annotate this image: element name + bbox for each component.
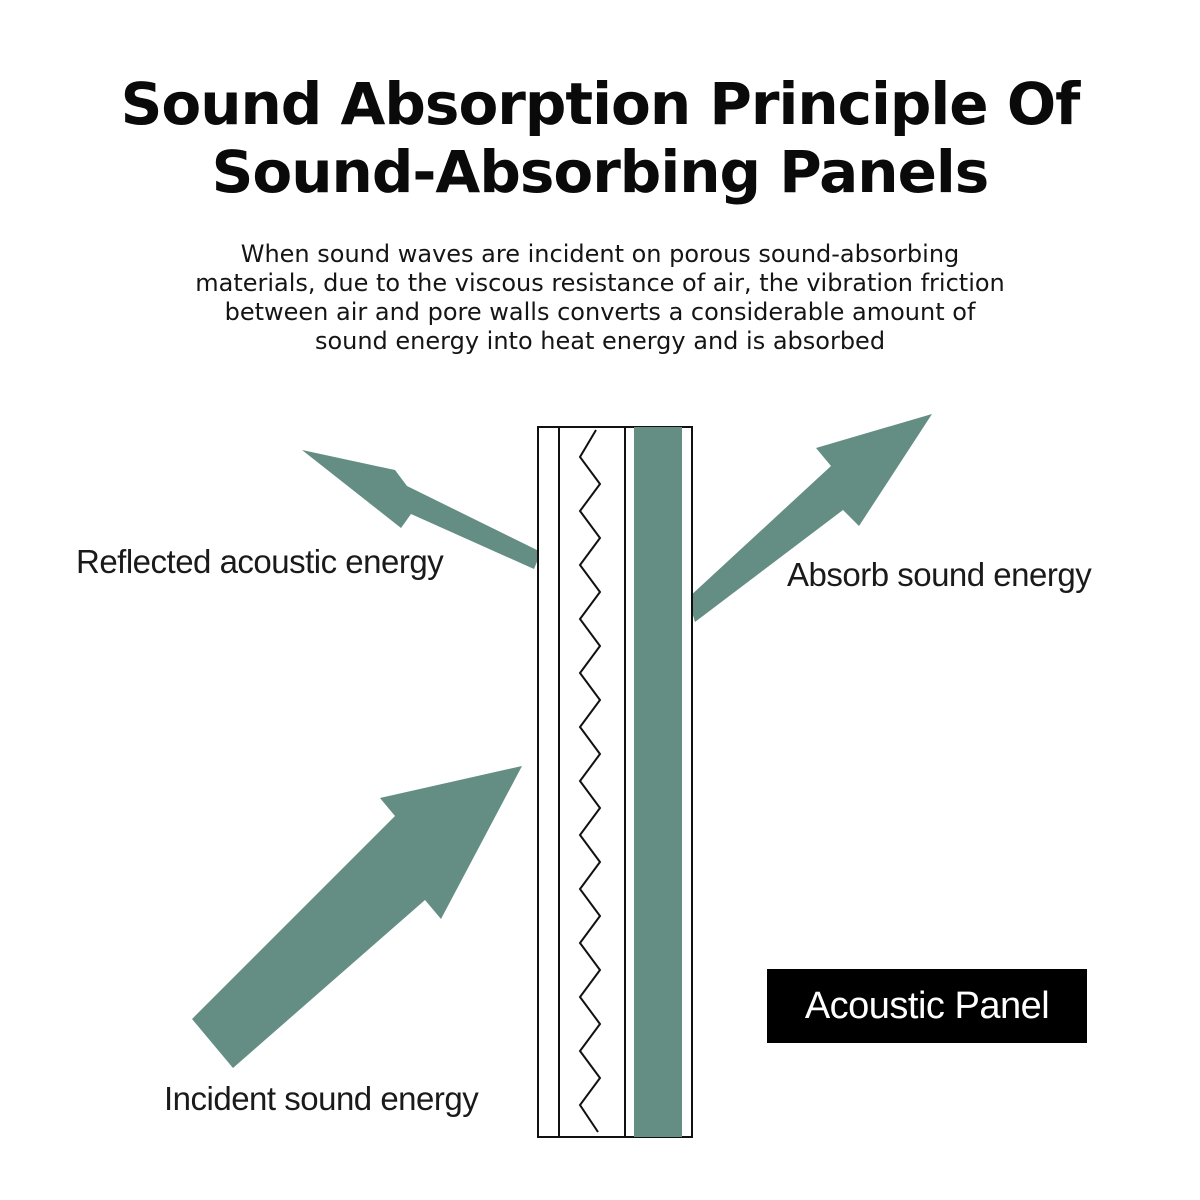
description-line-1: When sound waves are incident on porous … — [240, 240, 960, 268]
zigzag-porous-layer-icon — [578, 429, 602, 1133]
panel-solid-layer — [634, 427, 682, 1137]
acoustic-panel-structure — [537, 426, 693, 1138]
title-line-2: Sound-Absorbing Panels — [211, 138, 990, 206]
absorbed-arrow-icon — [688, 414, 932, 622]
description-line-3: between air and pore walls converts a co… — [224, 298, 976, 326]
title-line-1: Sound Absorption Principle Of — [120, 70, 1081, 138]
page-title: Sound Absorption Principle Of Sound-Abso… — [0, 70, 1200, 206]
description-line-2: materials, due to the viscous resistance… — [195, 269, 1005, 297]
reflected-energy-label: Reflected acoustic energy — [76, 543, 444, 580]
acoustic-panel-badge: Acoustic Panel — [767, 969, 1087, 1043]
incident-arrow-icon — [192, 766, 522, 1068]
description: When sound waves are incident on porous … — [150, 240, 1050, 356]
incident-energy-label: Incident sound energy — [164, 1080, 479, 1117]
absorbed-energy-label: Absorb sound energy — [787, 556, 1092, 593]
reflected-arrow-icon — [302, 450, 541, 569]
acoustic-panel-badge-text: Acoustic Panel — [804, 984, 1050, 1027]
description-line-4: sound energy into heat energy and is abs… — [314, 327, 886, 355]
